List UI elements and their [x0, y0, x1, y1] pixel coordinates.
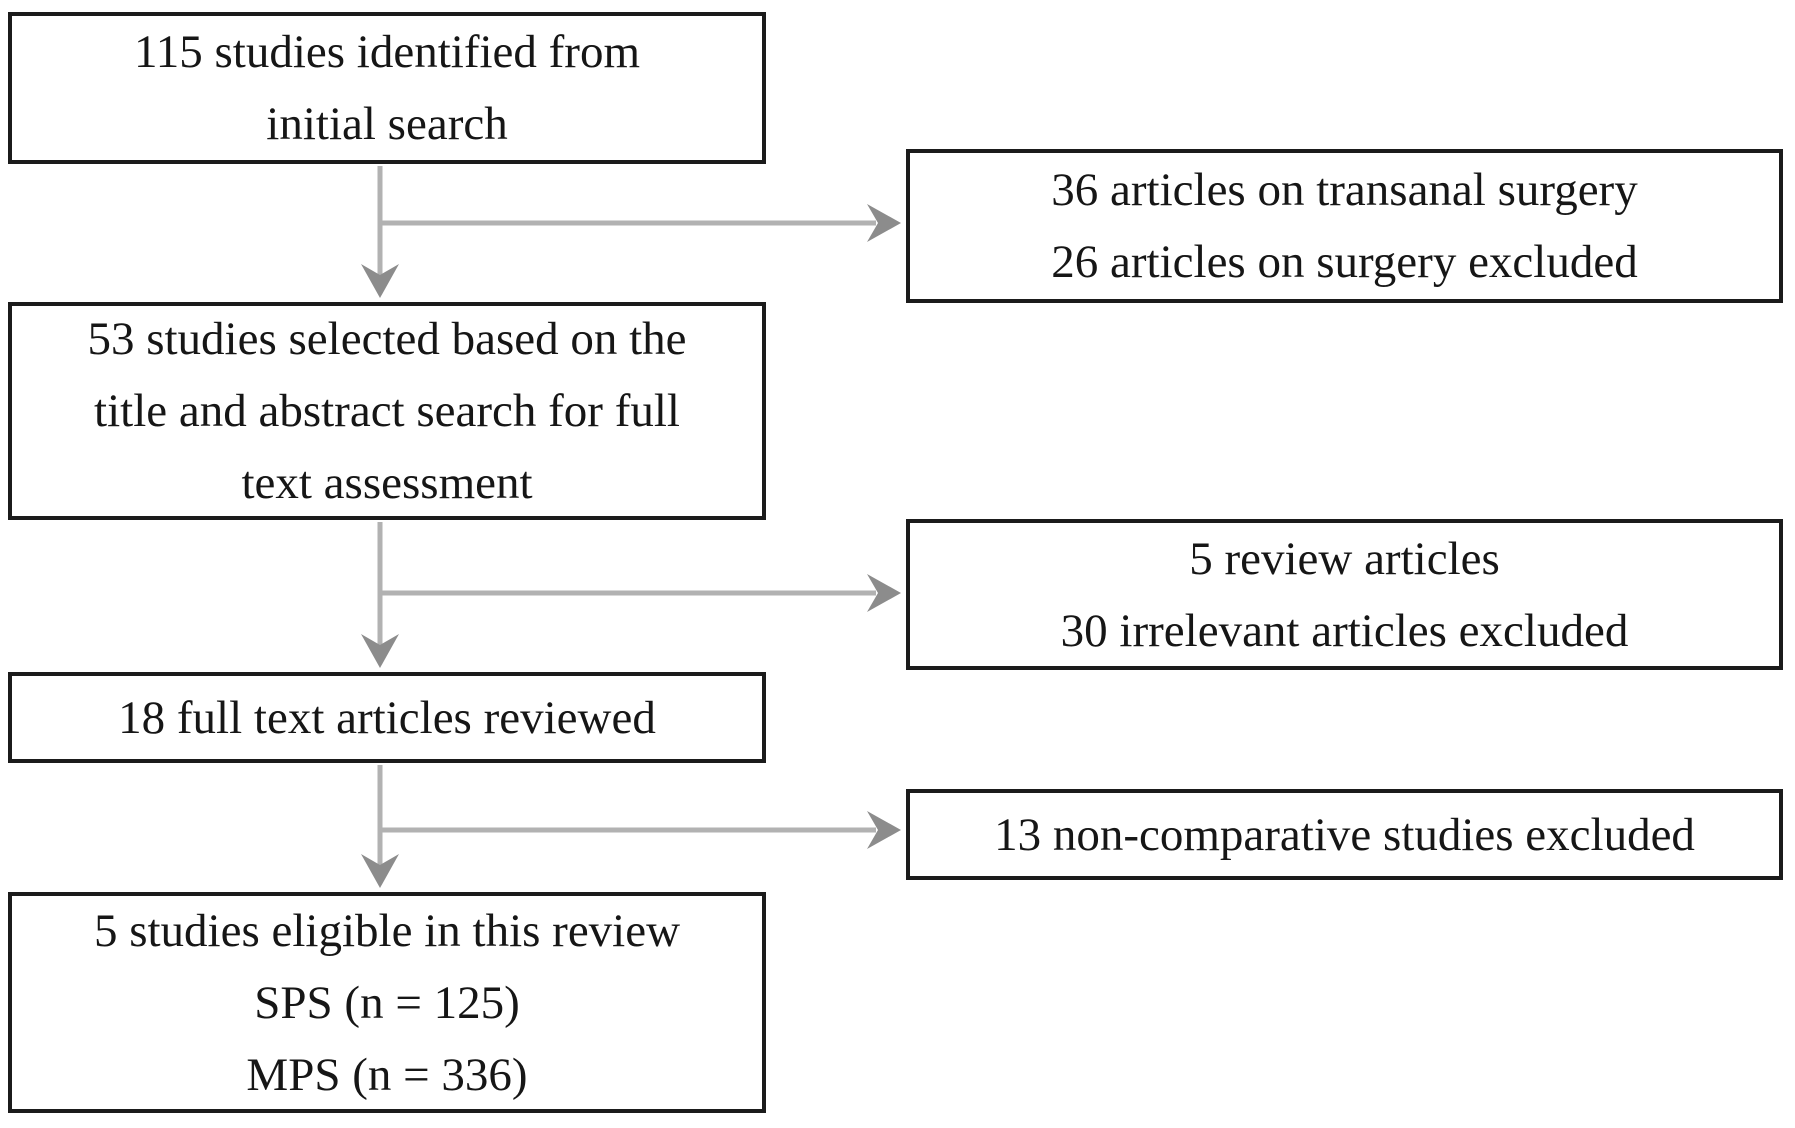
arrow-down-3	[361, 765, 399, 888]
box-full-text-review-line-1: 18 full text articles reviewed	[118, 691, 656, 744]
box-title-abstract-line-1: 53 studies selected based on the	[87, 313, 687, 365]
arrow-right-3	[380, 811, 901, 849]
box-title-abstract-selection: 53 studies selected based on the title a…	[8, 302, 766, 520]
box-title-abstract-line-2: title and abstract search for full	[94, 385, 680, 437]
box-excluded-after-search-line-1: 36 articles on transanal surgery	[1051, 164, 1638, 216]
arrow-down-2	[361, 522, 399, 668]
box-full-text-review: 18 full text articles reviewed	[8, 672, 766, 763]
box-excluded-after-full-text-line-1: 13 non-comparative studies excluded	[994, 808, 1695, 861]
box-excluded-after-search: 36 articles on transanal surgery 26 arti…	[906, 149, 1783, 303]
box-initial-search: 115 studies identified from initial sear…	[8, 12, 766, 164]
arrow-down-1	[361, 166, 399, 298]
box-excluded-after-full-text: 13 non-comparative studies excluded	[906, 789, 1783, 880]
arrow-right-1	[380, 204, 901, 242]
box-initial-search-line-1: 115 studies identified from	[133, 26, 641, 78]
arrow-right-2	[380, 574, 901, 612]
box-excluded-after-search-line-2: 26 articles on surgery excluded	[1051, 236, 1638, 288]
box-excluded-after-screening-line-2: 30 irrelevant articles excluded	[1060, 604, 1629, 657]
box-eligible-studies-line-2: SPS (n = 125)	[254, 976, 520, 1029]
box-eligible-studies-line-1: 5 studies eligible in this review	[93, 904, 681, 957]
box-initial-search-line-2: initial search	[266, 98, 508, 150]
box-title-abstract-line-3: text assessment	[241, 457, 533, 509]
box-excluded-after-screening-line-1: 5 review articles	[1189, 532, 1500, 585]
box-eligible-studies-line-3: MPS (n = 336)	[246, 1048, 528, 1101]
box-eligible-studies: 5 studies eligible in this review SPS (n…	[8, 892, 766, 1113]
box-excluded-after-screening: 5 review articles 30 irrelevant articles…	[906, 519, 1783, 670]
